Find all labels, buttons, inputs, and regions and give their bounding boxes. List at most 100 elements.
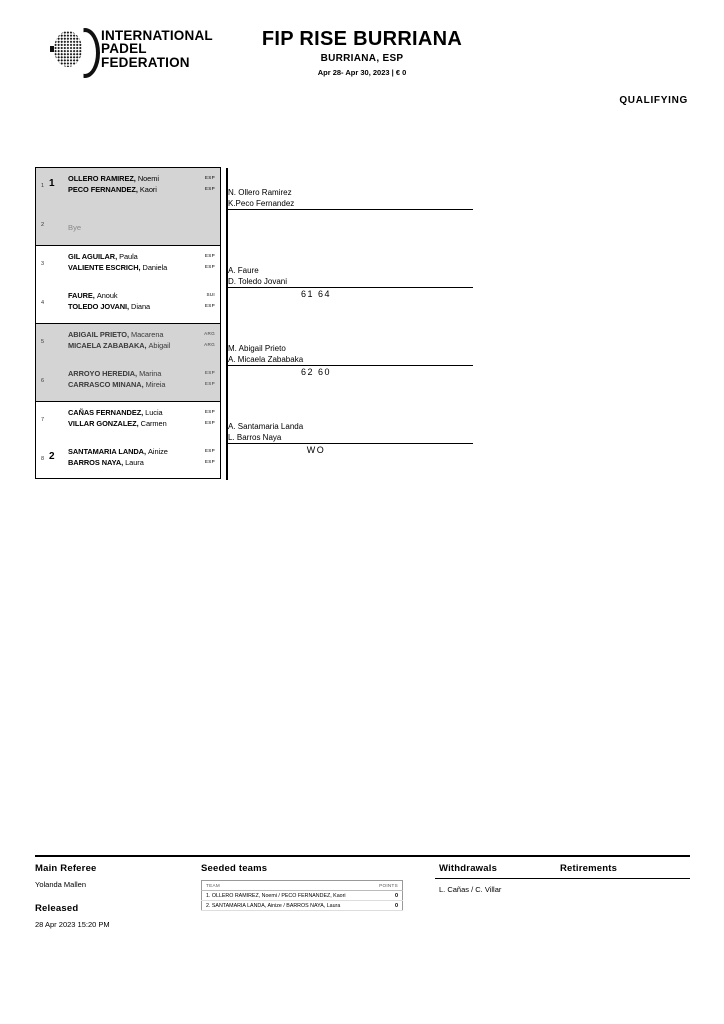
bye-label: Bye bbox=[68, 223, 82, 232]
winner-player-2: L. Barros Naya bbox=[228, 432, 282, 442]
page-title: FIP RISE BURRIANA bbox=[261, 28, 463, 50]
referee-section: Main Referee Yolanda Mallen Released 28 … bbox=[35, 863, 195, 929]
seeded-table-row: 2. SANTAMARIA LANDA, Ainize / BARROS NAY… bbox=[201, 900, 403, 911]
match-score: 61 64 bbox=[300, 289, 332, 299]
slot-number: 6 bbox=[41, 378, 45, 384]
winner-underline bbox=[228, 287, 473, 288]
withdrawals-heading: Withdrawals bbox=[439, 863, 498, 874]
winner-underline bbox=[228, 443, 473, 444]
seeded-teams-heading: Seeded teams bbox=[201, 863, 268, 874]
winner-player-1: M. Abigail Prieto bbox=[228, 344, 286, 353]
player-given-name: Marina bbox=[139, 369, 162, 378]
retirements-heading: Retirements bbox=[560, 863, 618, 874]
player-given-name: Abigail bbox=[148, 341, 171, 350]
logo-dots bbox=[54, 31, 82, 67]
country-code: ESP bbox=[204, 264, 215, 269]
winner-player-2: D. Toledo Jovani bbox=[228, 276, 287, 286]
player-given-name: Lucia bbox=[145, 408, 163, 417]
player-given-name: Anouk bbox=[96, 291, 118, 300]
team-players: Bye bbox=[68, 213, 218, 232]
seeded-given-2: Kaori bbox=[333, 892, 346, 899]
slot-number: 4 bbox=[41, 300, 45, 306]
winner-player-1: A. Santamaria Landa bbox=[228, 422, 304, 431]
slot-number: 7 bbox=[41, 417, 45, 423]
seed-number: 2 bbox=[49, 451, 55, 462]
player-given-name: Mireia bbox=[145, 380, 166, 389]
draw-phase-label: QUALIFYING bbox=[619, 95, 688, 106]
country-code: ESP bbox=[204, 381, 215, 386]
tournament-location: BURRIANA, ESP bbox=[320, 53, 404, 64]
player-given-name: Laura bbox=[125, 458, 144, 467]
winner-player-1: N. Ollero Ramirez bbox=[228, 188, 292, 197]
referee-heading: Main Referee bbox=[35, 863, 97, 874]
slot-number: 1 bbox=[41, 183, 45, 189]
country-code: ESP bbox=[204, 420, 215, 425]
player-given-name: Noemi bbox=[137, 174, 159, 183]
tournament-header: FIP RISE BURRIANA BURRIANA, ESP Apr 28- … bbox=[212, 28, 512, 77]
country-code: ESP bbox=[204, 459, 215, 464]
country-code: ESP bbox=[204, 253, 215, 258]
bracket-connector bbox=[226, 324, 228, 402]
player-given-name: Ainize bbox=[147, 447, 168, 456]
logo-line-2: PADEL bbox=[101, 41, 147, 57]
country-code: ESP bbox=[204, 370, 215, 375]
released-heading: Released bbox=[35, 903, 79, 914]
country-code: ARG bbox=[204, 342, 215, 347]
withdrawals-section: Withdrawals Retirements L. Cañas / C. Vi… bbox=[435, 863, 690, 894]
seeded-points-cell: 0 bbox=[371, 900, 403, 911]
seeded-teams-table: TEAM POINTS 1. OLLERO RAMIREZ, Noemi / P… bbox=[201, 880, 403, 911]
ipf-logo: INTERNATIONAL PADEL FEDERATION bbox=[50, 27, 213, 78]
tournament-dates: Apr 28- Apr 30, 2023 | € 0 bbox=[317, 68, 407, 77]
logo-wordmark: INTERNATIONAL PADEL FEDERATION bbox=[101, 29, 213, 70]
slot-number: 8 bbox=[41, 456, 45, 462]
slot-number: 5 bbox=[41, 339, 45, 345]
country-code: ESP bbox=[204, 175, 215, 180]
referee-name: Yolanda Mallen bbox=[35, 880, 87, 889]
winner-player-1: A. Faure bbox=[228, 266, 259, 275]
match-score: 62 60 bbox=[300, 367, 332, 377]
released-timestamp: 28 Apr 2023 15:20 PM bbox=[35, 920, 110, 929]
winner-underline bbox=[228, 365, 473, 366]
bracket-connector bbox=[226, 168, 228, 246]
seeded-teams-section: Seeded teams TEAM POINTS 1. OLLERO RAMIR… bbox=[201, 863, 436, 911]
player-given-name: Carmen bbox=[140, 419, 167, 428]
winner-underline bbox=[228, 209, 473, 210]
seeded-given-1: Ainize bbox=[267, 902, 282, 909]
withdrawals-list: L. Cañas / C. Villar bbox=[439, 885, 502, 894]
seeded-team-cell: 1. OLLERO RAMIREZ, Noemi / PECO FERNANDE… bbox=[201, 890, 372, 901]
seeded-table-header-row: TEAM POINTS bbox=[201, 880, 403, 891]
country-code: ESP bbox=[204, 448, 215, 453]
seeded-team-cell: 2. SANTAMARIA LANDA, Ainize / BARROS NAY… bbox=[201, 900, 372, 911]
slot-number: 3 bbox=[41, 261, 45, 267]
bracket-connector bbox=[226, 246, 228, 324]
footer-divider bbox=[35, 855, 690, 857]
country-code: SUI bbox=[206, 292, 215, 297]
